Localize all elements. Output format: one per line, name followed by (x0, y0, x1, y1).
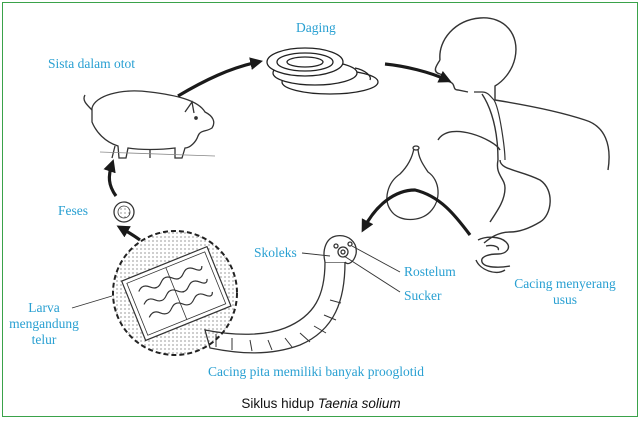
label-larva-line2: mengandung (9, 316, 79, 331)
label-meat: Daging (296, 20, 336, 35)
tapeworm-icon (204, 235, 357, 354)
arrow-meat-to-human (384, 62, 452, 83)
leader-lines (71, 245, 401, 309)
pig-icon (83, 90, 216, 159)
label-scolex: Skoleks (254, 245, 297, 260)
human-digestive-icon (434, 17, 610, 274)
figure-caption: Siklus hidup Taenia solium (0, 396, 642, 411)
label-attacks-intestine: Cacing menyerang usus (500, 276, 630, 308)
arrow-intestine-to-worm (361, 188, 472, 236)
label-larva: Larva mengandung telur (4, 300, 84, 348)
label-larva-line1: Larva (28, 300, 60, 315)
label-cyst-in-muscle: Sista dalam otot (48, 56, 135, 71)
arrow-pig-to-meat (177, 57, 264, 98)
label-larva-line3: telur (31, 332, 57, 347)
caption-prefix: Siklus hidup (241, 396, 315, 411)
cyst-bulb-icon (386, 145, 439, 221)
proglottid-magnified-icon (112, 230, 238, 356)
label-attacks-line1: Cacing menyerang (514, 276, 616, 291)
egg-icon (113, 201, 135, 223)
arrow-feces-to-pig (103, 159, 118, 197)
label-feces: Feses (58, 203, 88, 218)
arrow-larva-to-feces (116, 225, 141, 242)
cycle-arrows (103, 57, 472, 242)
label-rostellum: Rostelum (404, 264, 456, 279)
caption-species: Taenia solium (317, 396, 401, 411)
label-attacks-line2: usus (552, 292, 577, 307)
meat-slices-icon (266, 47, 379, 95)
label-proglottid: Cacing pita memiliki banyak prooglotid (208, 364, 424, 379)
label-sucker: Sucker (404, 288, 442, 303)
